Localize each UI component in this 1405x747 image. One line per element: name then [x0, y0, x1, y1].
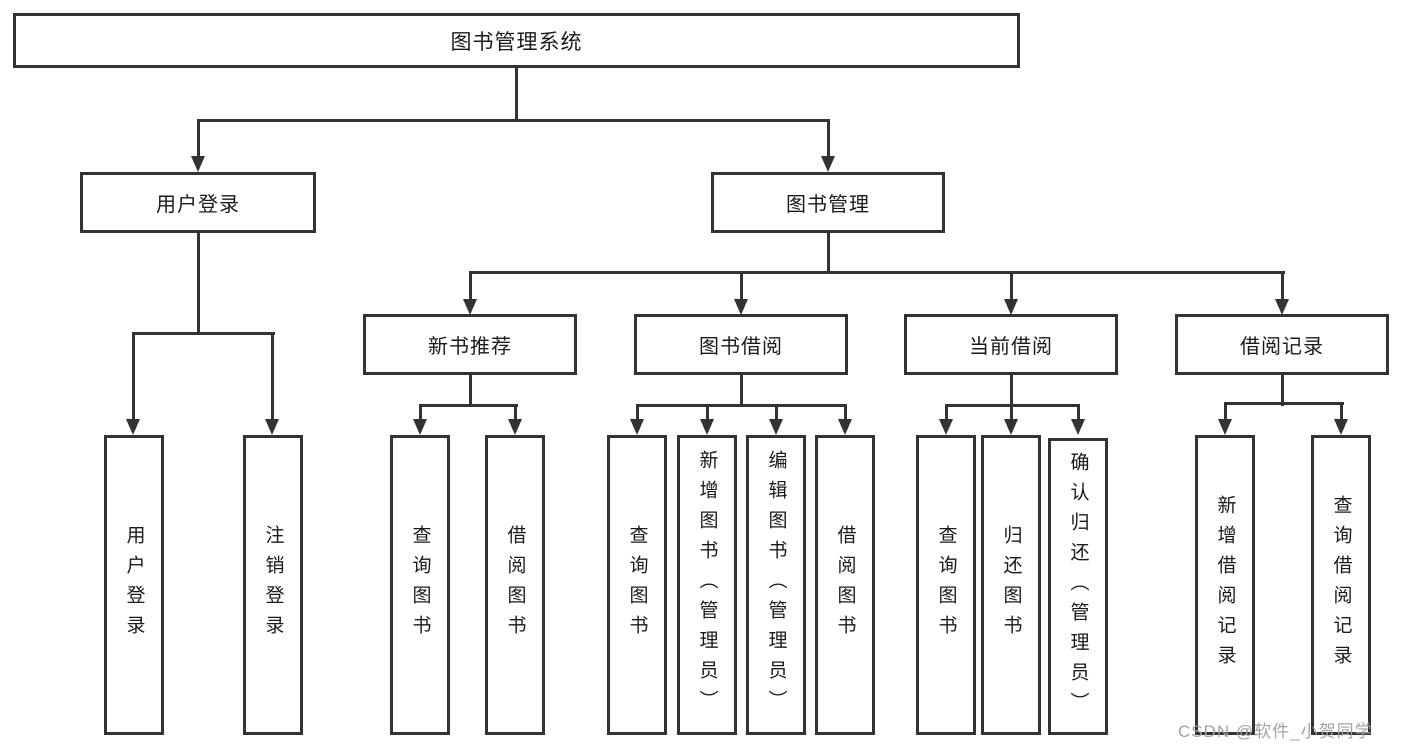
connector-arrow	[939, 419, 953, 435]
leaf-query-borrow-record: 查询借阅记录	[1311, 435, 1371, 735]
leaf-query-books-borrowing: 查询图书	[607, 435, 667, 735]
node-label: 图书管理	[786, 194, 870, 216]
connector-line	[514, 404, 517, 421]
leaf-edit-books-admin: 编辑图书（管理员）	[746, 435, 806, 735]
connector-line	[827, 233, 830, 273]
leaf-label: 新增图书（管理员）	[696, 450, 718, 720]
leaf-add-books-admin: 新增图书（管理员）	[677, 435, 737, 735]
leaf-query-books-current: 查询图书	[916, 435, 976, 735]
leaf-label: 编辑图书（管理员）	[765, 450, 787, 720]
connector-line	[1010, 404, 1013, 421]
leaf-logout: 注销登录	[243, 435, 303, 735]
leaf-query-books-recommend: 查询图书	[390, 435, 450, 735]
connector-arrow	[1004, 419, 1018, 435]
node-book-borrowing: 图书借阅	[634, 314, 848, 375]
connector-line	[1010, 375, 1013, 406]
connector-line	[706, 404, 709, 421]
leaf-return-books: 归还图书	[981, 435, 1041, 735]
connector-line	[1340, 402, 1343, 421]
leaf-label: 确认归还（管理员）	[1067, 451, 1089, 722]
connector-line	[1281, 271, 1284, 301]
connector-arrow	[630, 419, 644, 435]
connector-line	[1224, 402, 1227, 421]
connector-line	[132, 332, 275, 335]
connector-line	[515, 68, 518, 122]
connector-line	[419, 404, 422, 421]
connector-line	[1224, 402, 1344, 405]
node-label: 图书管理系统	[450, 30, 583, 54]
leaf-label: 查询图书	[935, 525, 957, 645]
connector-arrow	[1071, 419, 1085, 435]
connector-line	[636, 404, 846, 407]
node-user-login: 用户登录	[80, 172, 316, 233]
leaf-label: 归还图书	[1000, 525, 1022, 645]
connector-line	[271, 332, 274, 421]
connector-line	[197, 119, 830, 122]
leaf-label: 注销登录	[262, 525, 284, 645]
connector-arrow	[463, 299, 477, 315]
leaf-borrow-books-recommend: 借阅图书	[485, 435, 545, 735]
leaf-label: 新增借阅记录	[1214, 495, 1236, 675]
connector-line	[740, 375, 743, 406]
connector-arrow	[838, 419, 852, 435]
connector-line	[827, 119, 830, 158]
node-label: 借阅记录	[1240, 336, 1324, 358]
connector-arrow	[413, 419, 427, 435]
connector-arrow	[734, 299, 748, 315]
connector-arrow	[191, 156, 205, 172]
connector-arrow	[1275, 299, 1289, 315]
leaf-label: 借阅图书	[834, 525, 856, 645]
node-label: 当前借阅	[969, 336, 1053, 358]
connector-line	[197, 119, 200, 158]
connector-line	[775, 404, 778, 421]
connector-line	[1281, 375, 1284, 406]
node-label: 新书推荐	[428, 336, 512, 358]
connector-arrow	[1004, 299, 1018, 315]
leaf-user-login: 用户登录	[104, 435, 164, 735]
connector-arrow	[1218, 419, 1232, 435]
leaf-label: 查询借阅记录	[1330, 495, 1352, 675]
connector-line	[740, 271, 743, 301]
connector-line	[197, 233, 200, 334]
connector-line	[469, 375, 472, 406]
node-book-management: 图书管理	[711, 172, 945, 233]
node-library-management-system: 图书管理系统	[13, 13, 1020, 68]
leaf-label: 借阅图书	[504, 525, 526, 645]
csdn-watermark: CSDN @软件_小贺同学	[1178, 722, 1373, 741]
node-label: 用户登录	[156, 194, 240, 216]
connector-line	[469, 271, 1285, 274]
connector-arrow	[700, 419, 714, 435]
connector-line	[419, 404, 518, 407]
connector-line	[844, 404, 847, 421]
connector-line	[1077, 404, 1080, 421]
connector-arrow	[265, 419, 279, 435]
connector-line	[636, 404, 639, 421]
connector-arrow	[508, 419, 522, 435]
node-borrowing-records: 借阅记录	[1175, 314, 1389, 375]
leaf-add-borrow-record: 新增借阅记录	[1195, 435, 1255, 735]
leaf-label: 查询图书	[626, 525, 648, 645]
leaf-label: 用户登录	[123, 525, 145, 645]
node-current-borrowing: 当前借阅	[904, 314, 1118, 375]
leaf-confirm-return-admin: 确认归还（管理员）	[1048, 438, 1108, 735]
node-label: 图书借阅	[699, 336, 783, 358]
connector-arrow	[126, 419, 140, 435]
connector-line	[945, 404, 948, 421]
leaf-borrow-books: 借阅图书	[815, 435, 875, 735]
node-new-book-recommendation: 新书推荐	[363, 314, 577, 375]
connector-line	[469, 271, 472, 301]
leaf-label: 查询图书	[409, 525, 431, 645]
connector-arrow	[769, 419, 783, 435]
connector-arrow	[821, 156, 835, 172]
connector-arrow	[1334, 419, 1348, 435]
connector-line	[132, 332, 135, 421]
connector-line	[1010, 271, 1013, 301]
